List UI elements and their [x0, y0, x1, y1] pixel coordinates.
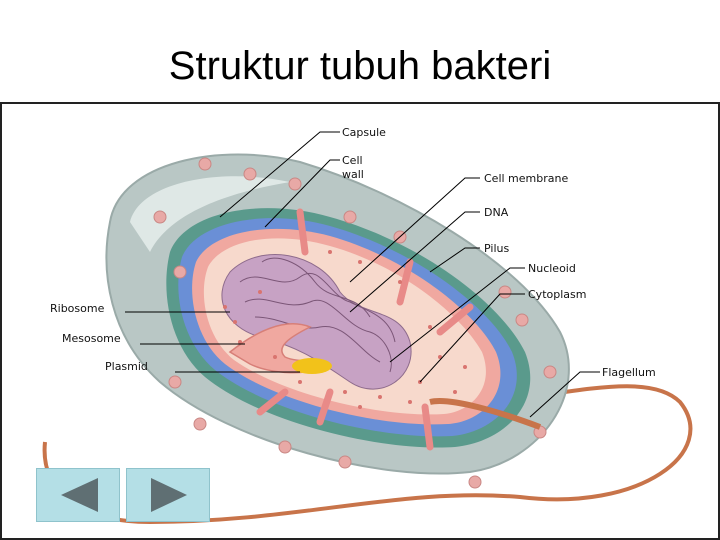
- dna-strands: [239, 257, 396, 373]
- label-ribosome: Ribosome: [50, 302, 105, 315]
- leader-lines: [125, 131, 600, 418]
- label-plasmid: Plasmid: [105, 360, 148, 373]
- label-capsule: Capsule: [342, 126, 386, 139]
- label-mesosome: Mesosome: [62, 332, 121, 345]
- previous-slide-button[interactable]: [36, 468, 120, 522]
- next-slide-button[interactable]: [126, 468, 210, 522]
- bacteria-illustration: Capsule Cell wall Cell membrane DNA Pilu…: [0, 102, 720, 540]
- label-flagellum: Flagellum: [602, 366, 656, 379]
- slide-title: Struktur tubuh bakteri: [168, 44, 552, 88]
- plasmid: [292, 358, 332, 374]
- triangle-left-icon: [61, 478, 98, 512]
- mesosome: [228, 323, 332, 374]
- label-cell-wall-1: Cell: [342, 154, 363, 167]
- bacteria-diagram: Capsule Cell wall Cell membrane DNA Pilu…: [0, 102, 720, 540]
- ribosomes: [223, 250, 467, 409]
- label-cell-membrane: Cell membrane: [484, 172, 568, 185]
- label-dna: DNA: [484, 206, 509, 219]
- label-nucleoid: Nucleoid: [528, 262, 576, 275]
- triangle-right-icon: [151, 478, 187, 512]
- label-cytoplasm: Cytoplasm: [528, 288, 586, 301]
- label-pilus: Pilus: [484, 242, 509, 255]
- capsule-highlight: [130, 176, 290, 252]
- pili: [256, 208, 474, 451]
- label-cell-wall-2: wall: [342, 168, 364, 181]
- flagellum-base: [429, 398, 542, 430]
